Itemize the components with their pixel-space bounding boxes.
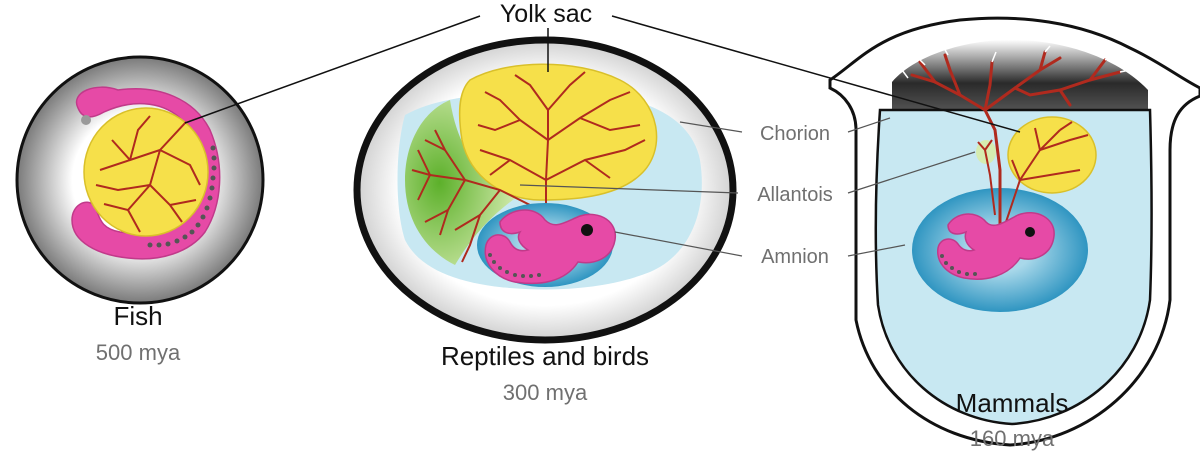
mammals-era: 160 mya <box>970 426 1055 451</box>
fish-yolk-sac <box>83 107 209 237</box>
reptile-allantois-vessels <box>411 129 541 263</box>
mammal-embryo <box>937 212 1055 280</box>
part-leaders <box>519 117 976 257</box>
fish-eye <box>81 115 91 125</box>
yolk-sac-label: Yolk sac <box>500 0 592 28</box>
yolk-sac-leaders <box>184 15 1021 133</box>
reptiles-birds-era: 300 mya <box>503 380 588 405</box>
mammal-embryo-eye <box>1025 227 1035 237</box>
fish-name: Fish <box>113 301 162 331</box>
allantois-label: Allantois <box>757 184 833 206</box>
reptiles-birds-name: Reptiles and birds <box>441 341 649 371</box>
reptile-egg <box>353 36 737 344</box>
fish-yolk-vessels <box>95 115 201 233</box>
mammal-yolk-sac <box>1007 116 1097 194</box>
mammals-name: Mammals <box>956 388 1069 418</box>
mammal-placenta-vessels <box>910 50 1122 232</box>
chorion-label: Chorion <box>760 123 830 145</box>
fish-era: 500 mya <box>96 340 181 365</box>
fish-egg <box>15 55 265 305</box>
mammal-uterus <box>828 16 1200 447</box>
mammal-yolk-vessels <box>1004 121 1089 226</box>
fish-somites <box>147 145 217 248</box>
amnion-label: Amnion <box>761 246 829 268</box>
reptile-yolk-vessels <box>477 71 646 225</box>
reptile-embryo-eye <box>581 224 593 236</box>
mammal-somites <box>940 254 977 276</box>
mammal-villi-highlights <box>901 45 1131 79</box>
reptile-somites <box>488 253 541 278</box>
mammal-allantois-vessels <box>977 139 996 216</box>
